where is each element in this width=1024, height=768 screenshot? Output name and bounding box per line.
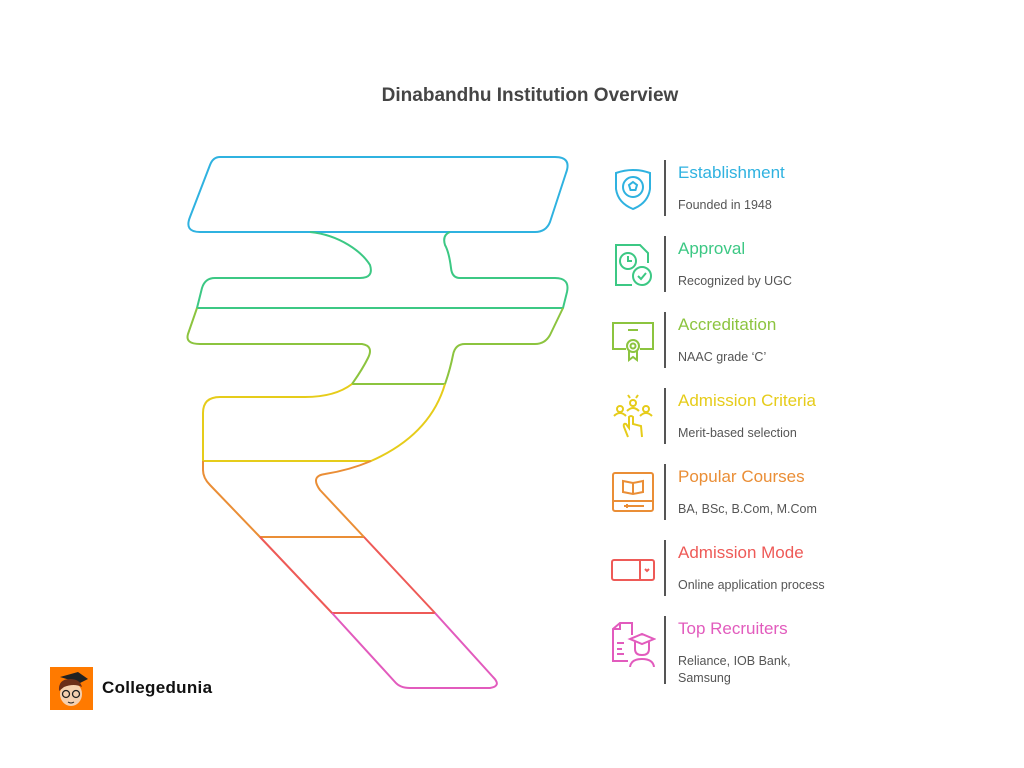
- shield-ball-icon: [615, 169, 651, 211]
- rupee-segment-top-recruiters: [331, 612, 498, 689]
- item-title: Admission Criteria: [678, 391, 816, 410]
- brand-logo: [50, 667, 93, 710]
- dropdown-select-icon: [611, 559, 655, 581]
- item-description: Merit-based selection: [678, 426, 797, 440]
- info-item-admission-mode: Admission Mode Online application proces…: [605, 540, 905, 600]
- separator: [664, 464, 666, 520]
- info-item-establishment: Establishment Founded in 1948: [605, 160, 905, 220]
- item-title: Establishment: [678, 163, 785, 182]
- certificate-icon: [612, 322, 654, 362]
- people-hand-select-icon: [613, 394, 653, 438]
- separator: [664, 236, 666, 292]
- brand-name: Collegedunia: [102, 678, 213, 697]
- item-description: Recognized by UGC: [678, 274, 792, 288]
- item-description: NAAC grade ‘C’: [678, 350, 767, 364]
- separator: [664, 540, 666, 596]
- separator: [664, 616, 666, 684]
- item-description: Online application process: [678, 578, 825, 592]
- separator: [664, 388, 666, 444]
- item-title: Admission Mode: [678, 543, 804, 562]
- item-description: BA, BSc, B.Com, M.Com: [678, 502, 817, 516]
- info-item-popular-courses: Popular Courses BA, BSc, B.Com, M.Com: [605, 464, 905, 524]
- item-description: Reliance, IOB Bank, Samsung: [678, 654, 791, 685]
- info-item-accreditation: Accreditation NAAC grade ‘C’: [605, 312, 905, 372]
- info-item-approval: Approval Recognized by UGC: [605, 236, 905, 296]
- graduate-document-icon: [612, 622, 656, 667]
- rupee-segment-establishment: [187, 156, 569, 233]
- rupee-segment-admission-mode: [259, 536, 436, 614]
- book-icon: [612, 472, 654, 512]
- item-title: Accreditation: [678, 315, 777, 334]
- separator: [664, 160, 666, 216]
- item-title: Approval: [678, 239, 746, 258]
- item-title: Top Recruiters: [678, 619, 788, 638]
- info-item-admission-criteria: Admission Criteria Merit-based selection: [605, 388, 905, 448]
- rupee-segment-popular-courses: [202, 460, 372, 538]
- rupee-segment-approval: [196, 231, 569, 309]
- info-item-top-recruiters: Top Recruiters Reliance, IOB Bank, Samsu…: [605, 616, 905, 685]
- item-title: Popular Courses: [678, 467, 805, 486]
- mascot-face-icon: [58, 672, 88, 706]
- rupee-segment-accreditation: [186, 307, 564, 385]
- item-description: Founded in 1948: [678, 198, 772, 212]
- page-title: Dinabandhu Institution Overview: [381, 85, 679, 106]
- separator: [664, 312, 666, 368]
- document-clock-check-icon: [615, 244, 652, 286]
- rupee-segment-admission-criteria: [202, 383, 446, 462]
